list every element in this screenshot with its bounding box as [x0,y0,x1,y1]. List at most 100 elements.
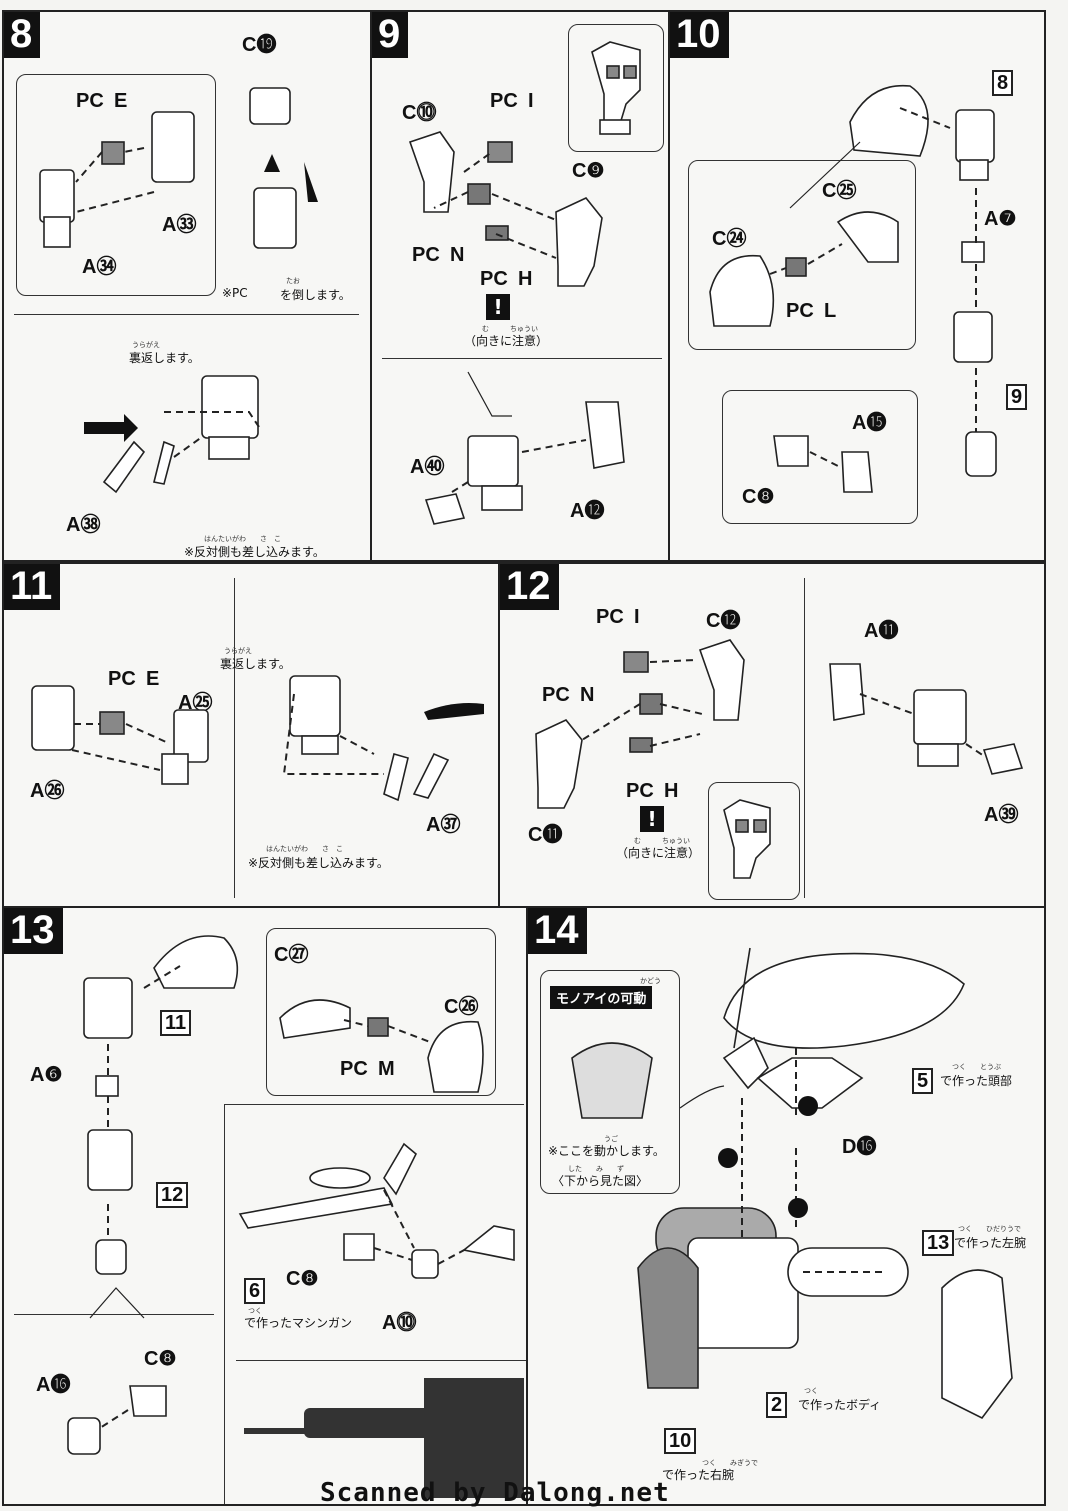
step-12-panel: 12 PC I C⓬ PC N C⓫ PC H ! む ちゅうい （向きに注意）… [498,562,1046,908]
ruby-text: した み ず [568,1165,624,1173]
divider [382,358,662,359]
warning-icon: ! [640,806,664,832]
subassembly-box [688,160,916,350]
step-14-panel: 14 モノアイの可動 かどう うご ※ここを動かします。 した み ず 〈下から… [526,906,1046,1506]
part-label: A❻ [30,1064,63,1086]
part-label: PC [786,300,814,322]
instruction-note: ※反対側も差し込みます。 [184,545,325,559]
step-9-panel: 9 C⓾ PC I C❾ PC N PC H ! む ちゅうい （向きに注意） … [370,10,670,562]
instruction-note: で作った頭部 [940,1074,1013,1088]
part-label: PC [490,90,518,112]
instruction-note: 裏返します。 [129,351,200,365]
part-label: N [580,684,595,706]
subassembly-box [266,928,496,1096]
part-illustration [535,639,1024,879]
part-label: H [664,780,679,802]
part-label: PC [480,268,508,290]
subassembly-box [16,74,216,296]
instruction-note: ※PC [222,286,248,300]
step-number: 13 [4,908,63,954]
part-label: C㉔ [712,228,747,250]
step-reference: 13 [922,1230,955,1256]
part-label: A㊲ [426,814,461,836]
part-label: PC [412,244,440,266]
ruby-text: む ちゅうい [482,325,538,333]
ruby-text: はんたいがわ さ こ [204,535,281,543]
step-13-panel: 13 11 A❻ 12 C㉗ C㉖ PC M A⓰ C❽ 6 つく で作ったマシ… [2,906,528,1506]
step-number: 11 [4,564,61,610]
part-label: C㉕ [822,180,857,202]
ruby-text: つく [248,1307,262,1315]
part-label: C⓬ [706,610,741,632]
part-label: A㉝ [162,214,197,236]
part-label: E [114,90,128,112]
step-reference: 2 [766,1392,788,1418]
instruction-note: で作った左腕 [954,1236,1027,1250]
part-label: C❽ [144,1348,177,1370]
part-label: A㊴ [984,804,1019,826]
part-illustration [67,935,524,1498]
ruby-text: かどう [640,977,661,985]
instruction-note: ※ここを動かします。 [548,1144,665,1158]
ruby-text: つく みぎうで [702,1459,758,1467]
step-8-panel: 8 C⓳ PC E A㉝ A㉞ ※PC を倒します。 たお うらがえ 裏返します… [2,10,372,562]
part-label: C㉗ [274,944,309,966]
feature-tag: モノアイの可動 [550,986,653,1009]
part-label: PC [108,668,136,690]
step-10-panel: 10 8 C㉕ A❼ C㉔ PC L 9 A⓯ C❽ [668,10,1046,562]
part-label: C⓳ [242,34,277,56]
part-label: A⓾ [382,1312,417,1334]
part-label: A⓯ [852,412,887,434]
instruction-note: 裏返します。 [220,657,291,671]
divider [224,1104,524,1105]
part-label: A㊵ [410,456,445,478]
step-reference: 12 [156,1182,189,1208]
instruction-note: で作ったマシンガン [244,1316,353,1330]
ruby-text: うらがえ [132,341,160,349]
subassembly-box [722,390,918,524]
part-label: A㉞ [82,256,117,278]
instruction-note: ※反対側も差し込みます。 [248,856,389,870]
step-reference: 10 [664,1428,697,1454]
part-label: A㉕ [178,692,213,714]
footer-credit: Scanned by Dalong.net [320,1478,670,1508]
step-number: 8 [4,12,41,58]
part-label: PC [626,780,654,802]
part-label: A⓬ [570,500,605,522]
ruby-text: む ちゅうい [634,837,690,845]
step-number: 12 [500,564,559,610]
step-reference: 11 [160,1010,192,1036]
ruby-text: つく ひだりうで [958,1225,1021,1233]
ruby-text: つく [804,1387,818,1395]
part-label: C❽ [742,486,775,508]
detail-box [708,782,800,900]
ruby-text: つく とうぶ [952,1063,1001,1071]
part-label: L [824,300,837,322]
part-label: I [528,90,534,112]
part-label: C❽ [286,1268,319,1290]
ruby-text: はんたいがわ さ こ [266,845,343,853]
instruction-note: （向きに注意） [616,846,701,860]
instruction-note: （向きに注意） [464,334,549,348]
part-label: PC [340,1058,368,1080]
part-label: PC [596,606,624,628]
part-label: A❼ [984,208,1017,230]
part-illustration [709,84,997,493]
step-number: 10 [670,12,729,58]
part-label: PC [542,684,570,706]
divider [234,578,235,898]
part-label: H [518,268,533,290]
part-label: M [378,1058,395,1080]
ruby-text: うご [604,1135,618,1143]
part-label: I [634,606,640,628]
part-label: D⓰ [842,1136,877,1158]
detail-box [540,970,680,1194]
divider [14,314,359,315]
divider [804,578,805,898]
part-label: A㉖ [30,780,65,802]
part-illustration [571,947,1013,1420]
part-label: N [450,244,465,266]
step-reference: 6 [244,1278,266,1304]
part-label: A⓫ [864,620,899,642]
part-illustration [31,675,484,802]
